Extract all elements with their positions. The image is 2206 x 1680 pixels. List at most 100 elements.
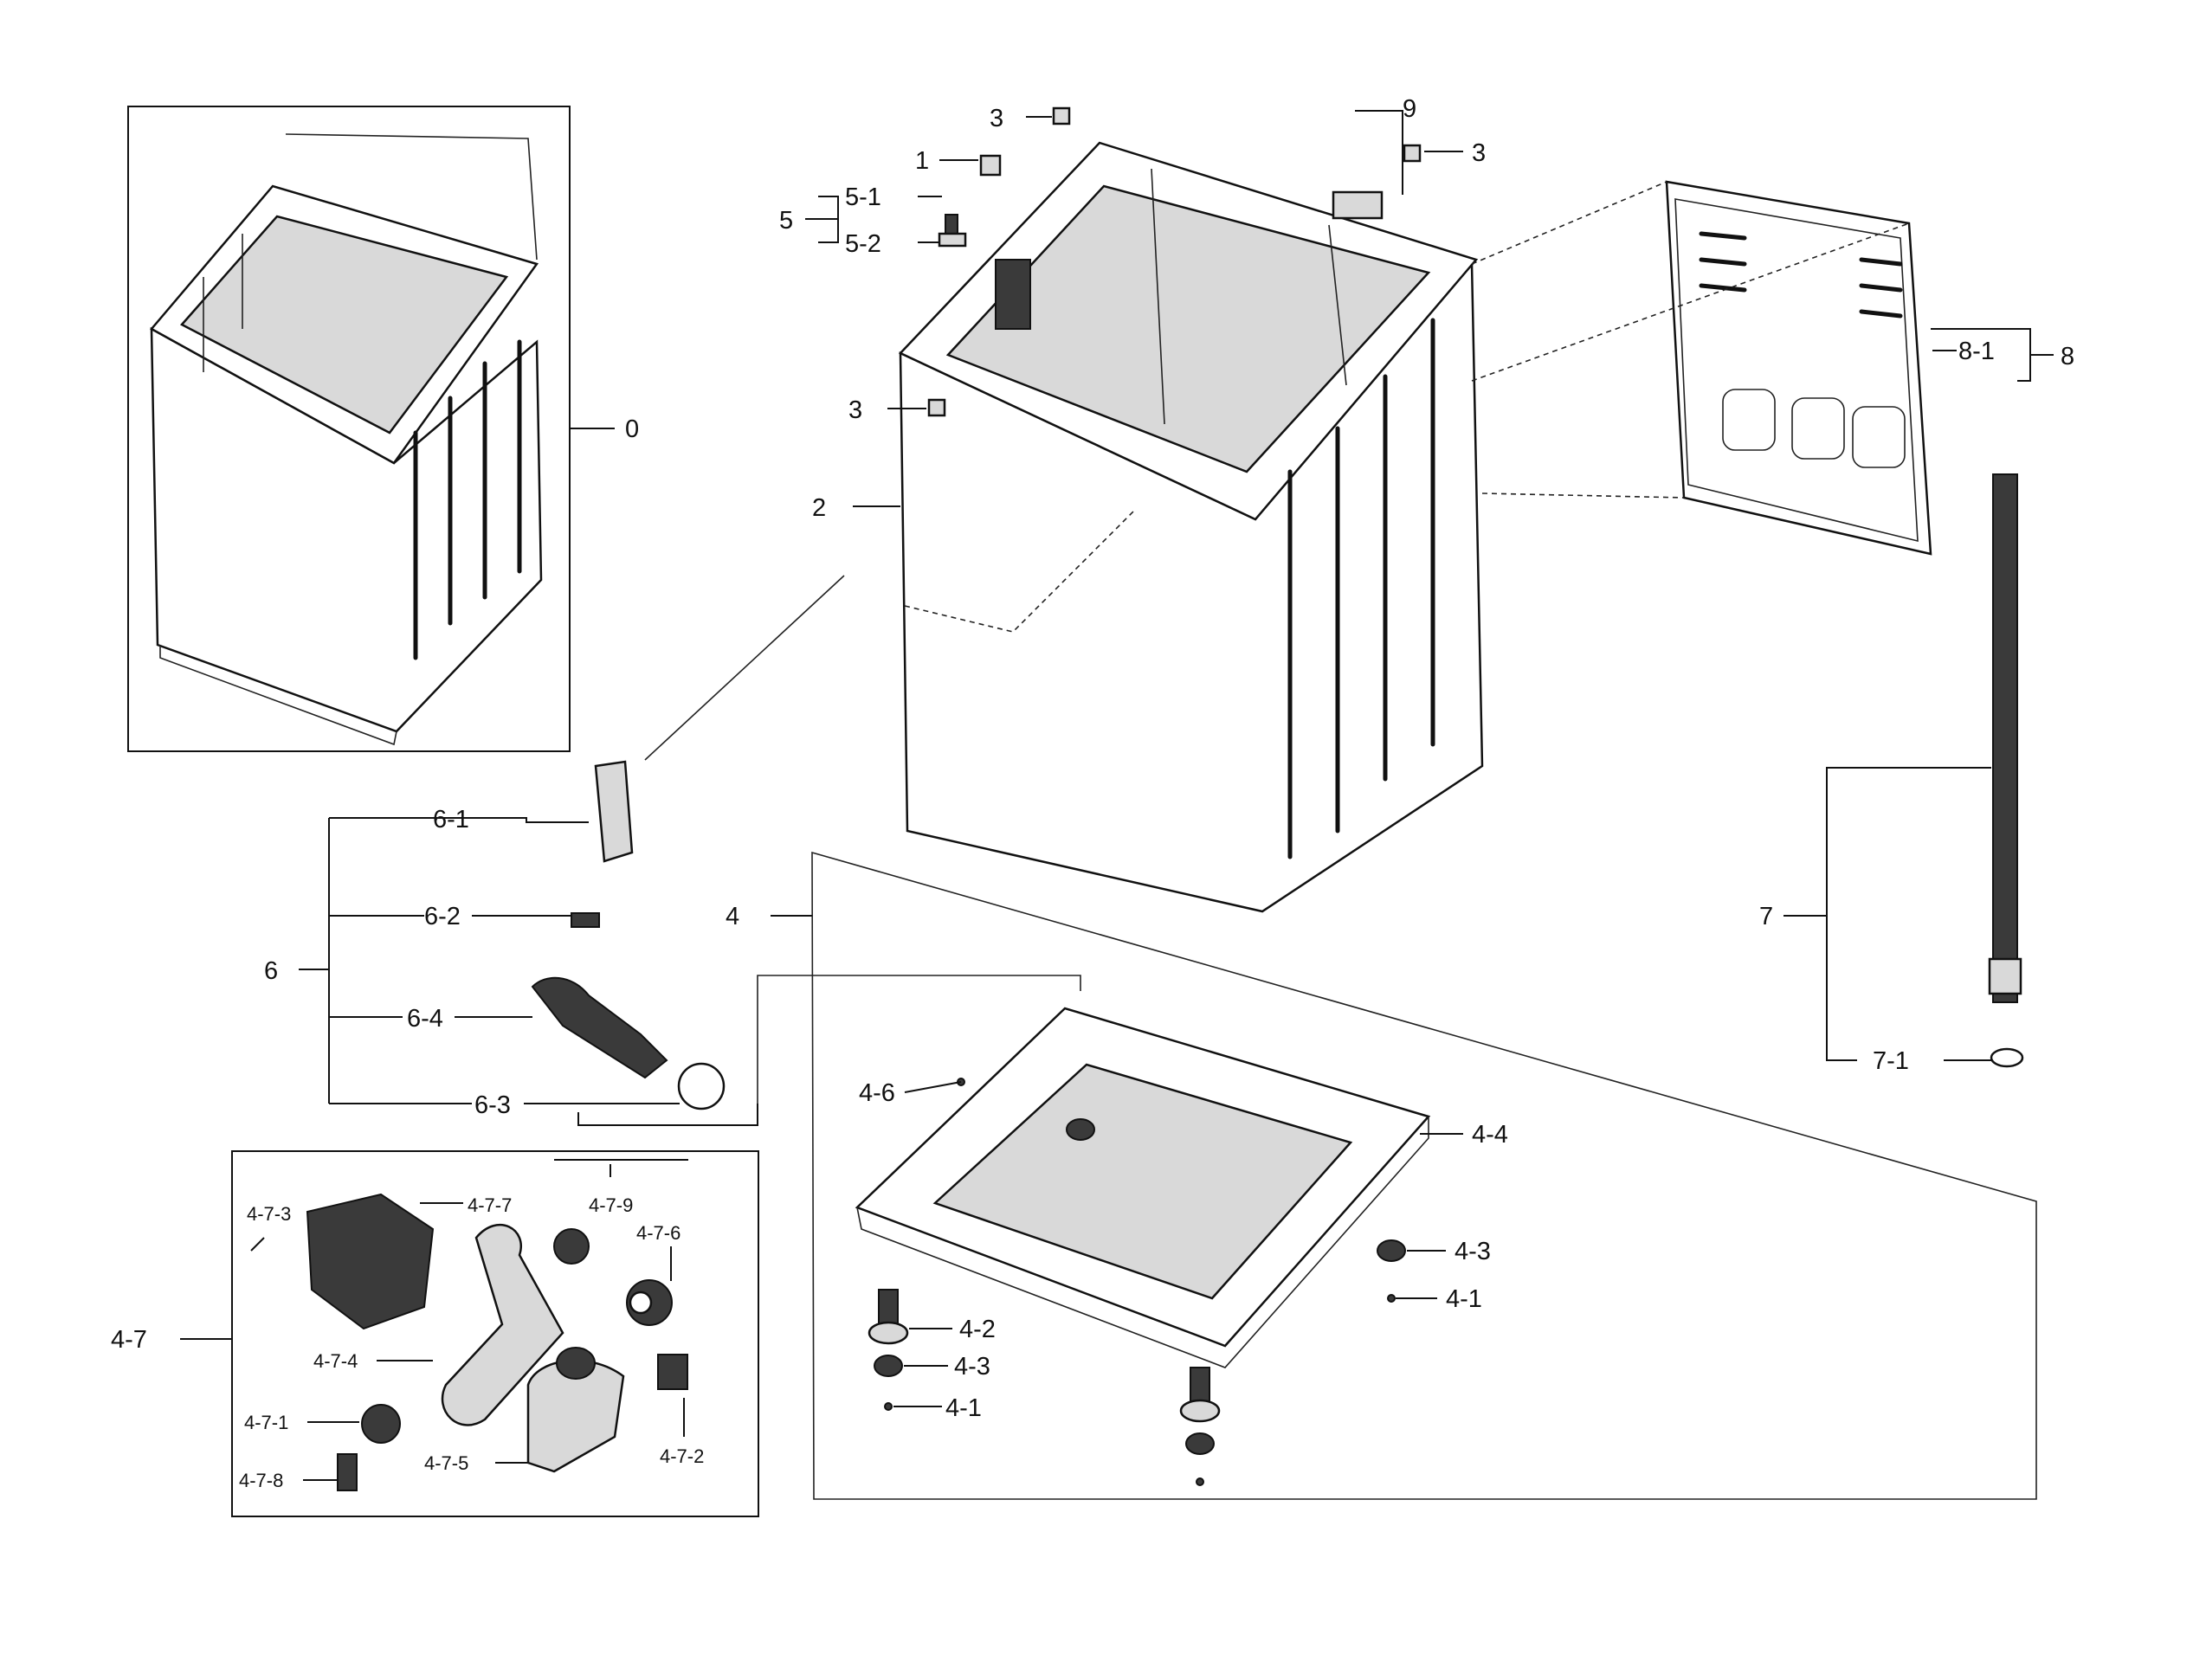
leader-8 <box>1931 328 2054 382</box>
cabinet-inner-block <box>995 259 1031 330</box>
back-panel <box>1471 180 1932 556</box>
pump-bracket-4-7-4 <box>441 1223 564 1426</box>
cabinet-opening <box>945 184 1431 473</box>
guide-line-6 <box>644 575 845 761</box>
label-4-7-9: 4-7-9 <box>589 1194 633 1216</box>
base-frame-inner <box>932 1063 1353 1300</box>
base-assembly-outline <box>811 851 2037 1500</box>
drain-hose-elbow-6-1 <box>594 760 634 863</box>
screw-4-1a <box>884 1402 893 1411</box>
bracket-3c <box>927 398 946 417</box>
pump-impeller-4-7-1 <box>361 1404 401 1444</box>
corner-bracket-1 <box>979 154 1002 177</box>
top-bracket-9 <box>1332 190 1384 220</box>
rubber-foot-4-3b <box>1185 1432 1215 1455</box>
inlet-hose-fitting <box>1988 957 2022 995</box>
cabinet-side-ribs <box>1287 318 1435 859</box>
label-6-3: 6-3 <box>474 1091 511 1119</box>
label-3c: 3 <box>848 396 862 424</box>
label-6-2: 6-2 <box>424 903 461 930</box>
label-4-7-7: 4-7-7 <box>468 1194 512 1216</box>
pump-housing-port <box>556 1347 596 1380</box>
label-4: 4 <box>726 903 739 930</box>
pump-clip-4-7-8 <box>337 1453 358 1491</box>
pump-screw-4-7-3 <box>250 1237 265 1252</box>
inset-base <box>159 645 397 746</box>
rubber-foot-inner <box>1066 1118 1095 1141</box>
label-4-7-5: 4-7-5 <box>424 1452 468 1474</box>
pump-seal-inner <box>629 1291 653 1315</box>
rubber-foot-4-3c <box>1377 1239 1406 1262</box>
back-panel-pocket-3 <box>1852 406 1906 468</box>
base-frame <box>855 1007 1431 1368</box>
drain-clamp-6-2 <box>571 912 600 928</box>
inset-inner-lines <box>203 234 243 372</box>
drain-clamp-6-3 <box>677 1062 726 1110</box>
label-6-4: 6-4 <box>407 1005 443 1033</box>
cabinet-assembly-inset <box>127 106 571 752</box>
leader-4-6 <box>904 1081 962 1093</box>
label-4-3b: 4-3 <box>1455 1238 1491 1265</box>
foot-base-4-2a <box>868 1321 909 1345</box>
screw-4-1b <box>1196 1477 1204 1486</box>
leader-5 <box>805 196 839 243</box>
label-2: 2 <box>812 494 826 522</box>
top-hardware <box>927 106 1422 417</box>
label-3b: 3 <box>1472 139 1486 167</box>
label-9: 9 <box>1403 95 1416 123</box>
leader-9 <box>1355 110 1403 195</box>
label-4-7-1: 4-7-1 <box>244 1412 288 1433</box>
label-7-1: 7-1 <box>1873 1047 1909 1075</box>
label-0: 0 <box>625 415 639 443</box>
label-1: 1 <box>915 147 929 175</box>
back-panel-vents <box>1699 231 1903 319</box>
label-3a: 3 <box>990 105 1003 132</box>
leader-7-bracket <box>1826 767 1991 1061</box>
label-4-6: 4-6 <box>859 1079 895 1107</box>
cabinet-inner-edges <box>1151 168 1347 425</box>
label-5-1: 5-1 <box>845 183 881 211</box>
label-4-7: 4-7 <box>111 1326 147 1354</box>
pump-parts <box>250 1193 688 1491</box>
inset-cabinet-opening <box>180 215 509 434</box>
drain-hose-guide <box>531 760 726 1110</box>
back-panel-inner <box>1674 198 1919 543</box>
leader-6 <box>299 818 330 1104</box>
label-4-4: 4-4 <box>1472 1121 1508 1149</box>
rubber-foot-4-3a <box>874 1355 903 1377</box>
bracket-3b <box>1403 144 1422 163</box>
pump-motor-4-7-7 <box>306 1193 435 1330</box>
label-8: 8 <box>2061 343 2074 370</box>
back-panel-pocket-2 <box>1791 397 1845 460</box>
label-4-7-2: 4-7-2 <box>660 1445 704 1467</box>
inlet-hose-washer <box>1990 1047 2024 1068</box>
label-5: 5 <box>779 207 793 235</box>
drain-hose-6-4 <box>531 976 668 1079</box>
label-4-7-3: 4-7-3 <box>247 1203 291 1225</box>
inlet-hose-body <box>1992 473 2018 1003</box>
leader-6-1 <box>329 817 589 823</box>
pump-filter-cap <box>553 1228 590 1265</box>
inset-back-lid <box>285 133 538 261</box>
bracket-3a <box>1052 106 1071 126</box>
back-panel-pocket-1 <box>1722 389 1776 451</box>
label-5-2: 5-2 <box>845 230 881 258</box>
label-4-7-4: 4-7-4 <box>313 1350 358 1372</box>
label-6: 6 <box>264 957 278 985</box>
label-4-7-6: 4-7-6 <box>636 1222 681 1244</box>
base-frame-side <box>856 1117 1429 1368</box>
screw-4-1c <box>1387 1294 1396 1303</box>
pump-assembly-frame <box>231 1150 759 1517</box>
guide-line-4-7 <box>757 975 1081 1104</box>
hinge-5-2 <box>938 232 967 248</box>
leader-5-sub <box>918 196 942 243</box>
label-4-7-8: 4-7-8 <box>239 1470 283 1491</box>
inlet-hose <box>1988 473 2024 1068</box>
label-8-1: 8-1 <box>1958 338 1995 365</box>
label-7: 7 <box>1759 903 1773 930</box>
cabinet-main <box>898 141 1484 913</box>
leader-4-7-top <box>577 1104 758 1126</box>
back-panel-sheet <box>1665 180 1932 556</box>
